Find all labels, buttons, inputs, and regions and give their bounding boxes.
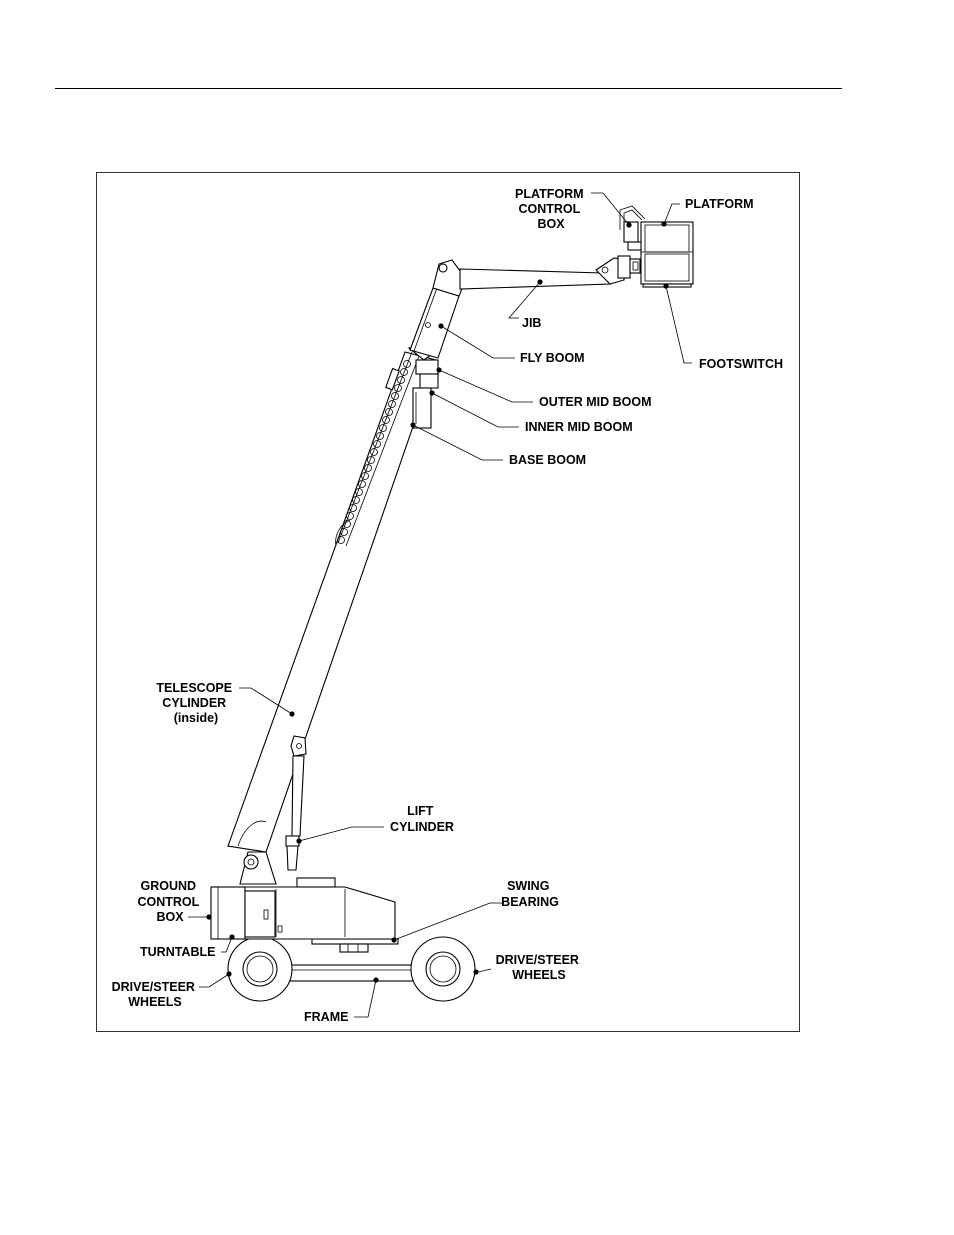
label-turntable: TURNTABLE	[140, 945, 215, 959]
base-boom-part	[228, 352, 436, 852]
label-footswitch: FOOTSWITCH	[699, 357, 783, 371]
left-wheel	[228, 937, 292, 1001]
fly-boom-part	[410, 288, 459, 358]
platform-part	[641, 222, 693, 287]
label-lift-cylinder: LIFT CYLINDER	[390, 804, 454, 834]
label-inner-mid-boom: INNER MID BOOM	[525, 420, 633, 434]
label-drive-steer-wheels-left: DRIVE/STEER WHEELS	[112, 980, 199, 1009]
machine-illustration	[211, 206, 693, 1001]
label-swing-bearing: SWING BEARING	[501, 879, 559, 909]
label-fly-boom: FLY BOOM	[520, 351, 585, 365]
label-base-boom: BASE BOOM	[509, 453, 586, 467]
label-frame: FRAME	[304, 1010, 348, 1024]
label-jib: JIB	[522, 316, 541, 330]
frame-part	[282, 965, 416, 981]
label-drive-steer-wheels-right: DRIVE/STEER WHEELS	[496, 953, 583, 982]
ground-control-box-part	[211, 887, 275, 939]
boom-pivot	[240, 852, 276, 884]
label-platform: PLATFORM	[685, 197, 754, 211]
label-telescope-cylinder: TELESCOPE CYLINDER (inside)	[156, 681, 235, 725]
right-wheel	[411, 937, 475, 1001]
jib-part	[433, 258, 626, 296]
swing-bearing-part	[312, 939, 398, 952]
label-platform-control-box: PLATFORM CONTROL BOX	[515, 187, 587, 231]
label-outer-mid-boom: OUTER MID BOOM	[539, 395, 652, 409]
platform-rotator	[618, 256, 640, 278]
